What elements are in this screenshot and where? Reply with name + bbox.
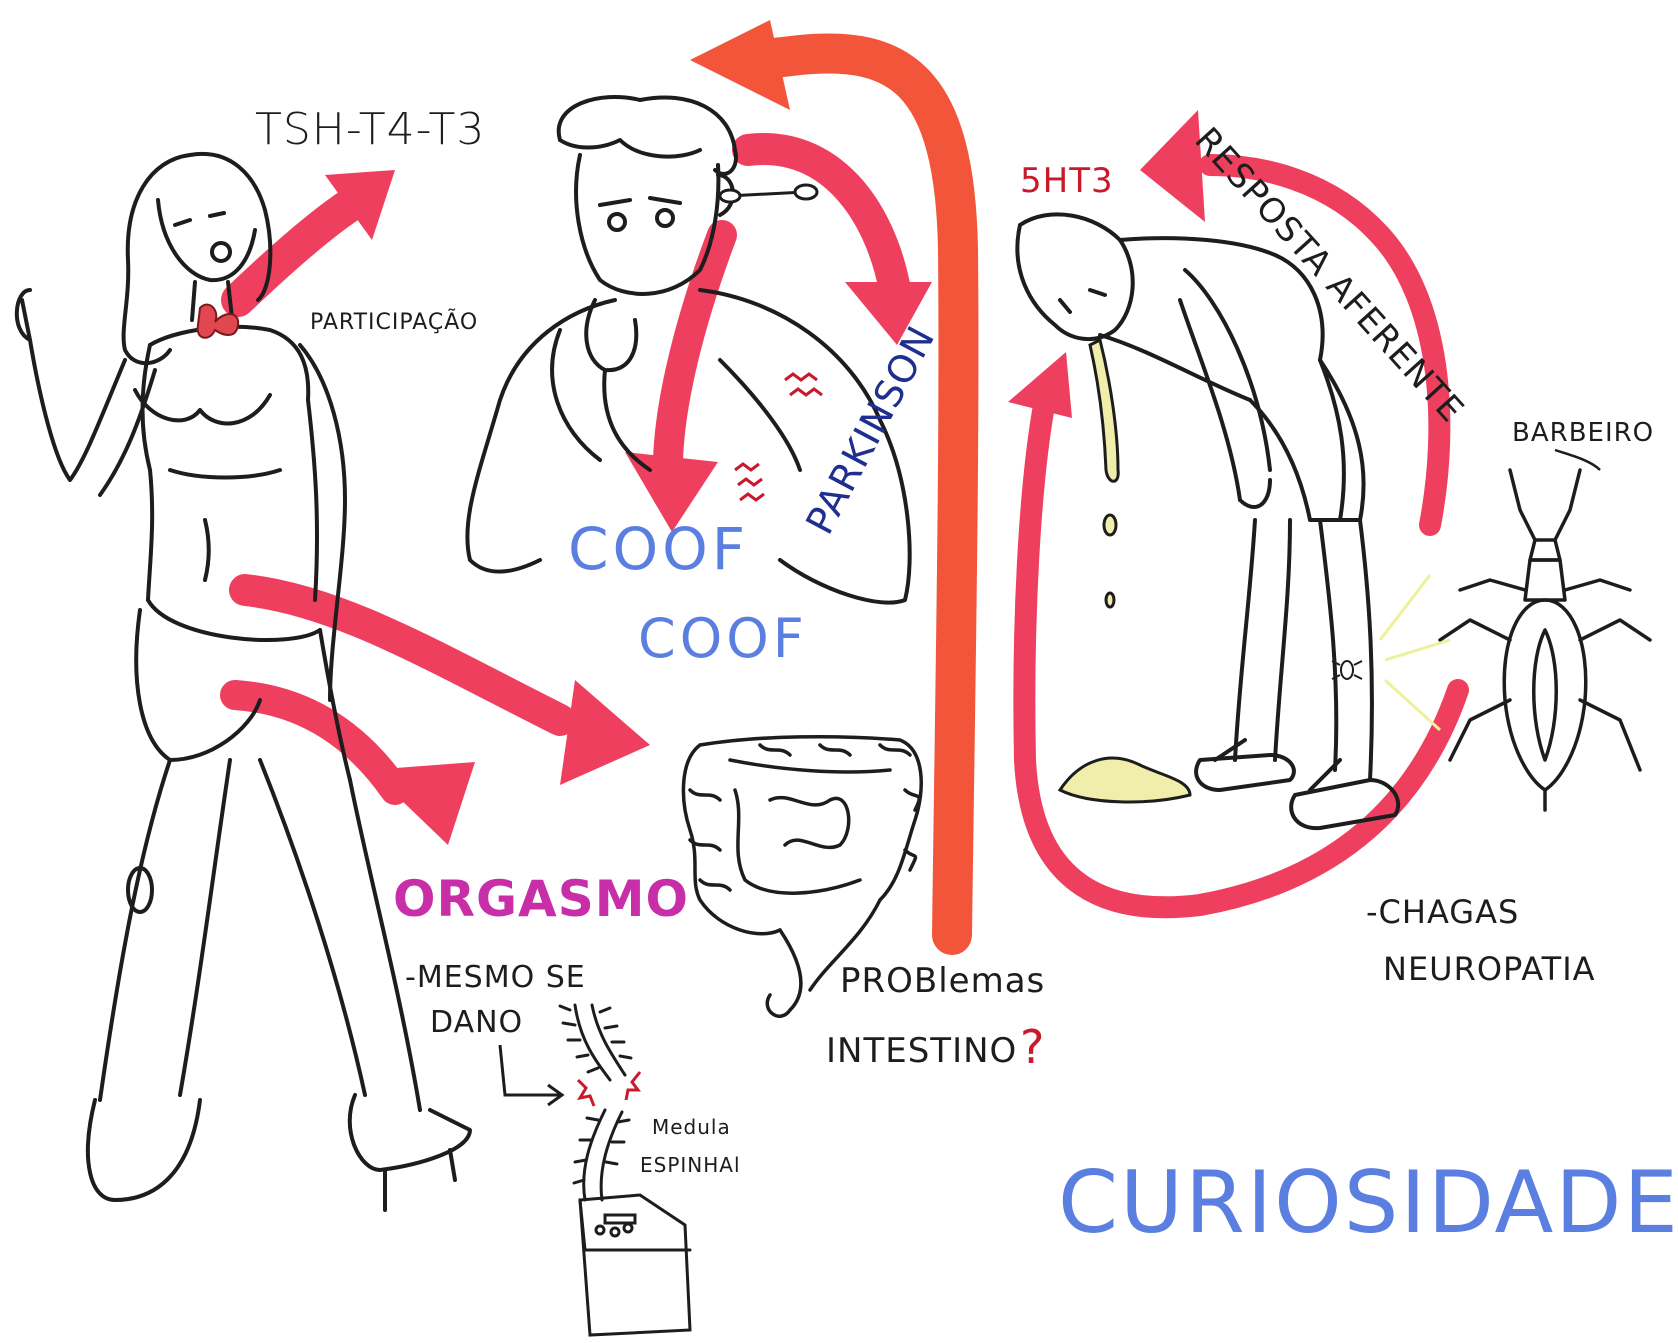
label-neuropatia: NEUROPATIA xyxy=(1383,953,1596,985)
arrow-chagas-loop xyxy=(1008,352,1458,907)
label-espinhal: ESPINHAl xyxy=(640,1155,741,1175)
vomit-stream xyxy=(1060,340,1190,802)
label-participacao: PARTICIPAÇÃO xyxy=(310,312,478,334)
arrow-woman-to-orgasmo xyxy=(235,695,475,845)
label-intestino: INTESTINO xyxy=(826,1034,1017,1068)
cotton-swab xyxy=(720,185,817,202)
label-barbeiro: BARBEIRO xyxy=(1512,420,1654,446)
label-problemas: PROBlemas xyxy=(840,964,1045,998)
arrow-throat-to-hormones xyxy=(238,170,395,300)
dano-pointer-arrow xyxy=(500,1045,562,1105)
barbeiro-bug xyxy=(1440,470,1650,810)
label-mesmo-se: -MESMO SE xyxy=(405,963,586,993)
yellow-bite-rays xyxy=(1380,575,1450,730)
label-5ht3: 5HT3 xyxy=(1020,164,1114,198)
label-cough-2: COOF xyxy=(638,612,808,666)
label-question-mark: ? xyxy=(1020,1024,1045,1070)
barbeiro-pointer-line xyxy=(1555,450,1600,470)
label-medula: Medula xyxy=(652,1117,731,1137)
title-curiosidades: CURIOSIDADES xyxy=(1058,1160,1678,1246)
label-chagas: -CHAGAS xyxy=(1366,896,1519,928)
arrow-ear-to-parkinson xyxy=(748,149,932,345)
label-dano: DANO xyxy=(430,1008,523,1038)
arrow-ear-to-cough xyxy=(625,235,722,532)
label-hormones: TSH-T4-T3 xyxy=(255,108,485,152)
label-cough-1: COOF xyxy=(568,520,749,578)
arrow-woman-to-intestine xyxy=(245,590,650,785)
label-orgasmo: ORGASMO xyxy=(393,874,689,924)
